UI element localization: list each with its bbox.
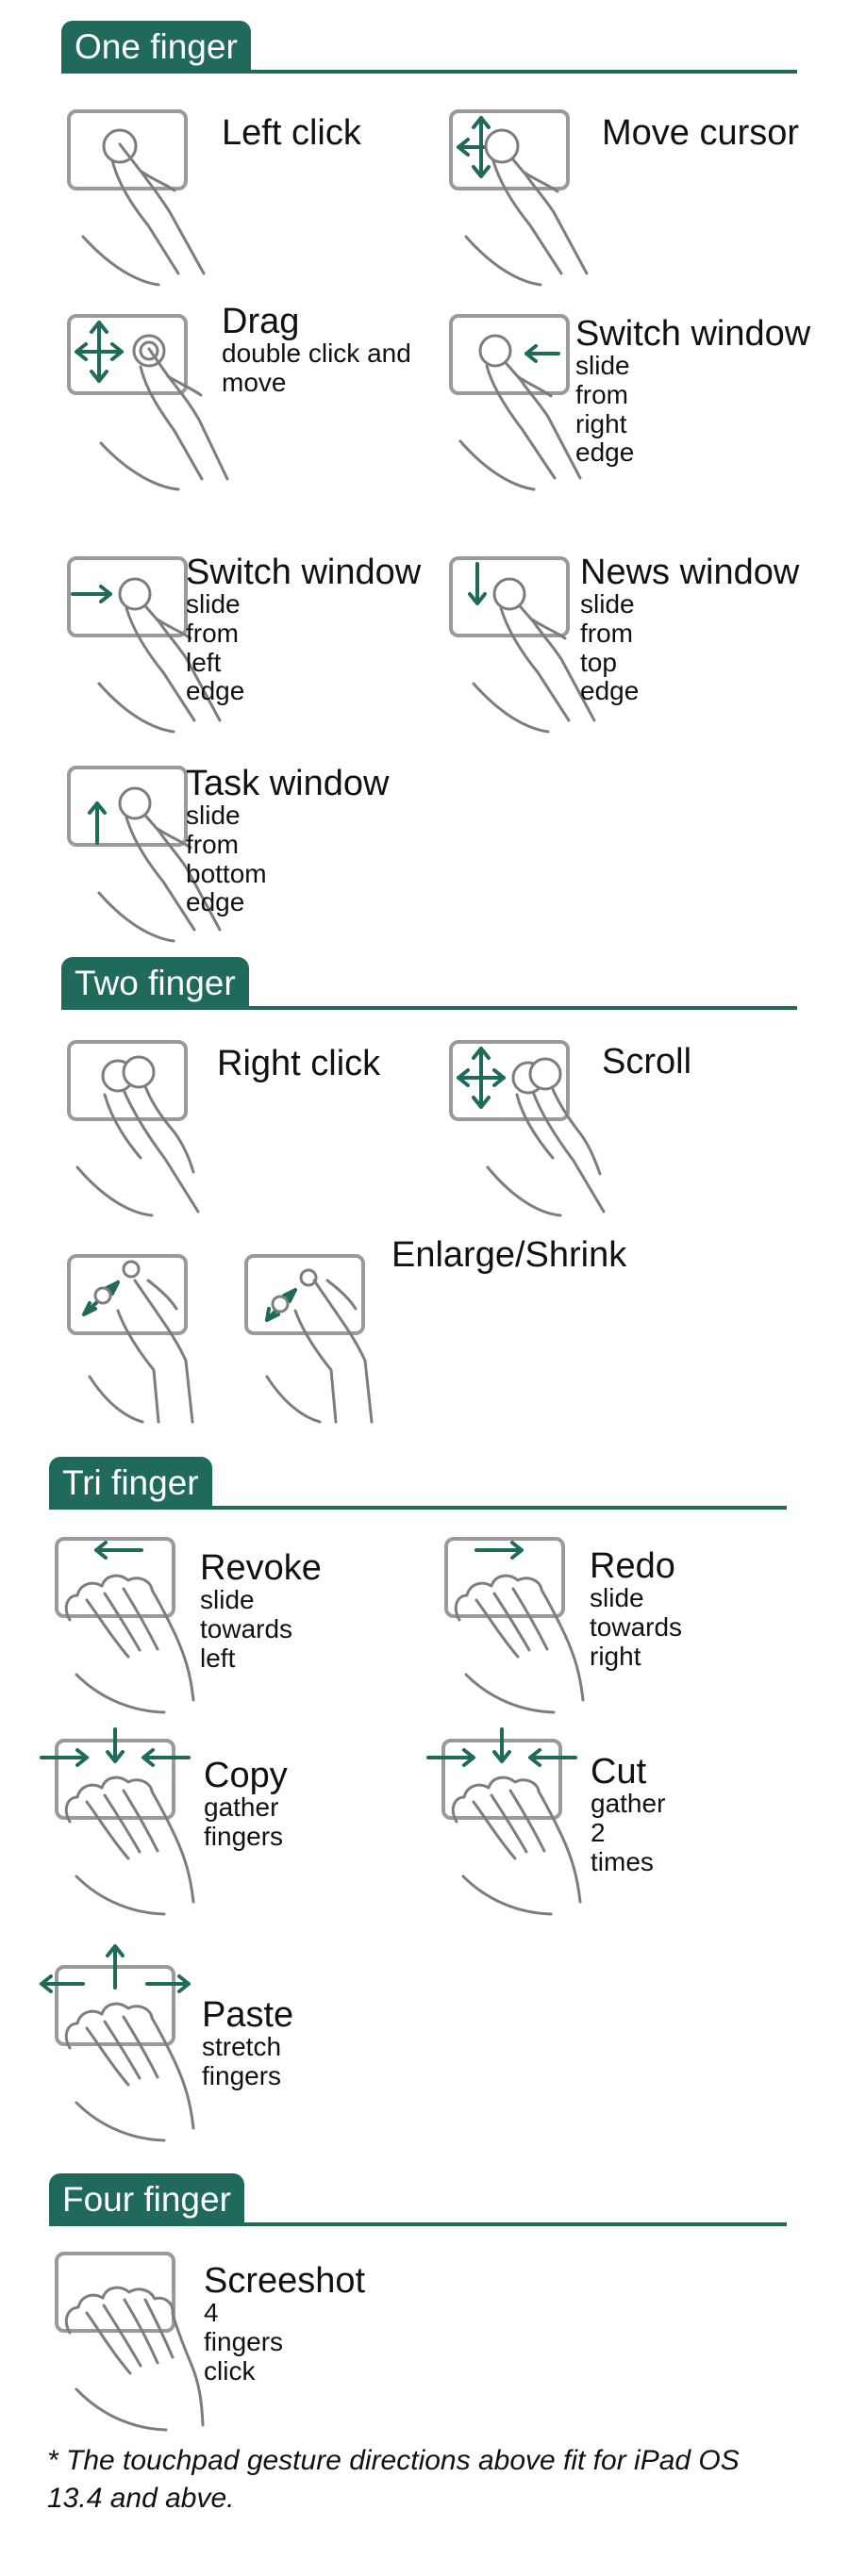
gesture-subtitle: gather fingers	[204, 1792, 284, 1851]
gesture-subtitle: slide towards right	[590, 1583, 683, 1671]
switch-window-right-edge-icon	[449, 314, 582, 491]
gesture-title: Task window	[186, 764, 390, 803]
gesture-title: Switch window	[575, 314, 811, 354]
switch-window-left-edge-icon	[67, 556, 222, 734]
task-window-bottom-edge-icon	[67, 766, 222, 943]
two-finger-tap-icon	[67, 1040, 200, 1217]
gesture-subtitle: gather 2 times	[591, 1789, 666, 1876]
section-divider-four-finger	[49, 2222, 787, 2226]
gesture-title: Copy	[204, 1756, 288, 1795]
gesture-title: News window	[580, 553, 800, 592]
three-finger-right-icon	[444, 1537, 585, 1714]
gesture-title: Drag	[222, 302, 300, 341]
section-divider-two-finger	[61, 1006, 797, 1010]
gesture-title: Left click	[222, 113, 361, 153]
news-window-top-edge-icon	[449, 556, 596, 734]
gesture-subtitle: stretch fingers	[202, 2032, 282, 2090]
section-title-tri-finger: Tri finger	[49, 1457, 212, 1510]
gesture-subtitle: double click and move	[222, 339, 411, 397]
gesture-title: Switch window	[186, 553, 422, 592]
three-finger-gather-twice-icon	[426, 1727, 582, 1916]
section-title-four-finger: Four finger	[49, 2173, 244, 2226]
gesture-title: Enlarge/Shrink	[391, 1235, 627, 1275]
gesture-title: Revoke	[200, 1548, 322, 1588]
section-title-one-finger: One finger	[61, 21, 251, 74]
three-finger-stretch-icon	[40, 1944, 195, 2142]
gesture-title: Screeshot	[204, 2261, 366, 2301]
drag-icon	[67, 314, 229, 491]
gesture-subtitle: slide from bottom edge	[186, 801, 267, 917]
gesture-title: Right click	[217, 1044, 381, 1083]
gesture-subtitle: slide from top edge	[580, 589, 640, 706]
one-finger-tap-icon	[67, 109, 206, 287]
footer-note: * The touchpad gesture directions above …	[47, 2445, 740, 2514]
gesture-title: Cut	[591, 1752, 647, 1792]
gesture-title: Scroll	[602, 1042, 692, 1082]
two-finger-scroll-icon	[449, 1040, 606, 1217]
gesture-title: Paste	[202, 1995, 294, 2035]
four-finger-click-icon	[55, 2252, 205, 2432]
gesture-title: Move cursor	[602, 113, 800, 153]
section-divider-one-finger	[61, 70, 797, 74]
move-cursor-icon	[449, 109, 589, 287]
pinch-zoom-icon	[67, 1254, 374, 1424]
gesture-title: Redo	[590, 1546, 675, 1586]
section-divider-tri-finger	[49, 1506, 787, 1510]
section-title-two-finger: Two finger	[61, 957, 249, 1010]
gesture-subtitle: slide from left edge	[186, 589, 245, 706]
gesture-subtitle: 4 fingers click	[204, 2298, 284, 2386]
section-header-one-finger: One finger	[61, 21, 797, 74]
three-finger-gather-icon	[40, 1727, 195, 1916]
three-finger-left-icon	[55, 1537, 195, 1714]
gesture-subtitle: slide towards left	[200, 1585, 293, 1673]
gesture-subtitle: slide from right edge	[575, 351, 635, 468]
